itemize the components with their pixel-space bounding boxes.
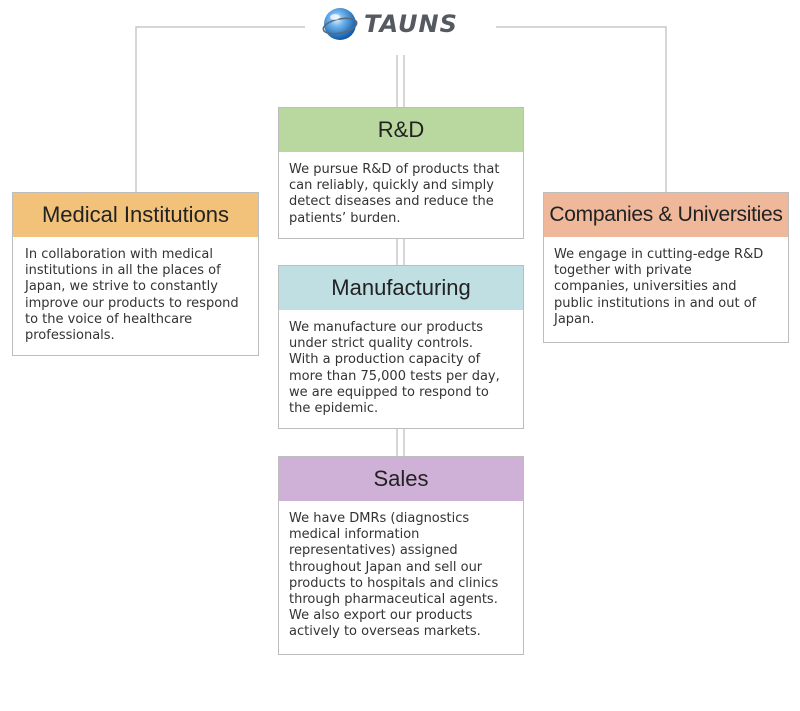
text-line: We have DMRs (diagnostics xyxy=(289,511,470,526)
text-line: medical information xyxy=(289,527,420,543)
text-line: We also export our products xyxy=(289,608,473,624)
text-line: Japan. xyxy=(554,311,595,327)
text-line: In collaboration with medical xyxy=(25,247,214,262)
box-manufacturing: Manufacturing We manufacture our product… xyxy=(278,265,524,429)
text-line: institutions in all the places of xyxy=(25,263,221,279)
text-line: companies, universities and xyxy=(554,279,737,295)
connector-left xyxy=(135,26,305,192)
text-line: improve our products to respond xyxy=(25,295,239,311)
text-line: We pursue R&D of products that xyxy=(289,162,500,177)
box-sales: Sales We have DMRs (diagnostics medical … xyxy=(278,456,524,655)
box-description: In collaboration with medical institutio… xyxy=(13,237,258,344)
box-title: Sales xyxy=(279,457,523,501)
box-title: Manufacturing xyxy=(279,266,523,310)
box-title: Companies & Universities xyxy=(544,193,788,237)
box-rd: R&D We pursue R&D of products that can r… xyxy=(278,107,524,239)
text-line: more than 75,000 tests per day, xyxy=(289,368,500,384)
logo-wordmark: TAUNS xyxy=(364,10,458,38)
text-line: under strict quality controls. xyxy=(289,336,473,352)
connector-center xyxy=(396,55,405,456)
box-title: Medical Institutions xyxy=(13,193,258,237)
text-line: detect diseases and reduce the xyxy=(289,194,494,210)
connector-right xyxy=(496,26,667,192)
tauns-logo: TAUNS xyxy=(322,6,458,42)
text-line: Japan, we strive to constantly xyxy=(25,279,218,295)
box-medical-institutions: Medical Institutions In collaboration wi… xyxy=(12,192,259,356)
text-line: the epidemic. xyxy=(289,401,379,417)
text-line: throughout Japan and sell our xyxy=(289,559,483,575)
text-line: patients’ burden. xyxy=(289,210,401,226)
text-line: professionals. xyxy=(25,328,115,344)
box-description: We have DMRs (diagnostics medical inform… xyxy=(279,501,523,641)
text-line: actively to overseas markets. xyxy=(289,624,481,640)
box-description: We engage in cutting-edge R&D together w… xyxy=(544,237,788,328)
text-line: representatives) assigned xyxy=(289,543,458,559)
text-line: With a production capacity of xyxy=(289,352,481,368)
text-line: to the voice of healthcare xyxy=(25,311,193,327)
box-title: R&D xyxy=(279,108,523,152)
box-description: We pursue R&D of products that can relia… xyxy=(279,152,523,227)
globe-icon xyxy=(322,8,358,40)
text-line: We manufacture our products xyxy=(289,320,483,335)
text-line: can reliably, quickly and simply xyxy=(289,178,494,194)
text-line: We engage in cutting-edge R&D xyxy=(554,247,764,262)
text-line: public institutions in and out of xyxy=(554,295,757,311)
text-line: through pharmaceutical agents. xyxy=(289,592,498,608)
box-description: We manufacture our products under strict… xyxy=(279,310,523,417)
text-line: we are equipped to respond to xyxy=(289,384,489,400)
text-line: together with private xyxy=(554,263,692,279)
text-line: products to hospitals and clinics xyxy=(289,575,499,591)
box-companies-universities: Companies & Universities We engage in cu… xyxy=(543,192,789,343)
